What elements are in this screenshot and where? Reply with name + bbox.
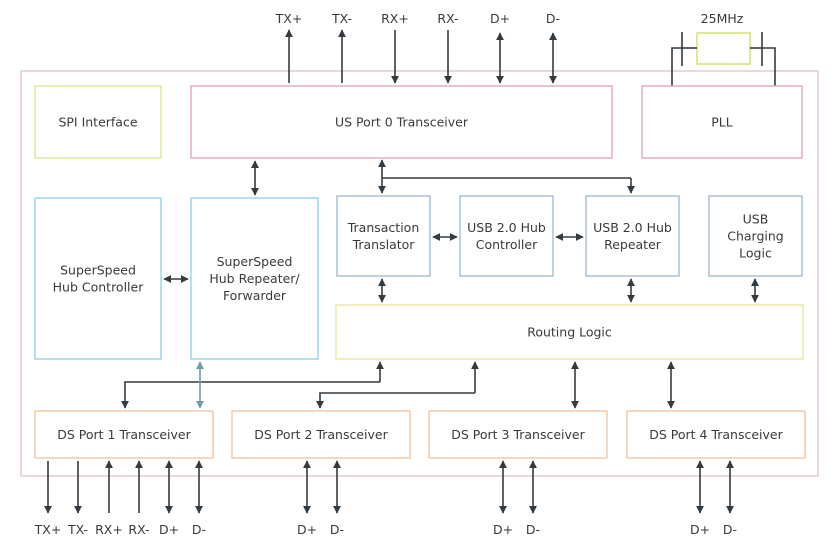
- us-pin-5-label: D-: [546, 11, 560, 26]
- ds2-pin-1: D-: [330, 460, 344, 537]
- ds1-label-line-1: DS Port 1 Transceiver: [57, 427, 191, 442]
- ds4-pin-1-label: D-: [723, 522, 737, 537]
- ss-hub-controller-label-line-1: SuperSpeed: [60, 263, 136, 278]
- us-pin-3-label: RX-: [437, 11, 458, 26]
- ds1-pin-3-label: RX-: [128, 522, 149, 537]
- us-pin-1-label: TX-: [331, 11, 352, 26]
- usb2-repeater-label-line-1: USB 2.0 Hub: [593, 220, 672, 235]
- ds2-pin-1-label: D-: [330, 522, 344, 537]
- ds1-pin-3: RX-: [128, 460, 150, 537]
- ds4-pin-0-label: D+: [690, 522, 710, 537]
- ds4-pin-0: D+: [690, 460, 710, 537]
- ds2-pin-0-label: D+: [297, 522, 317, 537]
- ds2-pin-0: D+: [297, 460, 317, 537]
- us-pin-2: RX+: [381, 11, 409, 84]
- tt-label-line-2: Translator: [352, 237, 416, 252]
- ds-port-2-transceiver-block: DS Port 2 Transceiver: [231, 410, 411, 459]
- link-routing-ds1: [121, 381, 380, 409]
- usb2-controller-label-line-1: USB 2.0 Hub: [467, 220, 546, 235]
- ds3-label-line-1: DS Port 3 Transceiver: [451, 427, 585, 442]
- ds3-pin-0: D+: [493, 460, 513, 537]
- us-pin-0: TX+: [275, 11, 303, 83]
- ss-hub-repeater-label-line-2: Hub Repeater/: [209, 271, 300, 286]
- ds1-pin-1-label: TX-: [67, 522, 88, 537]
- ds3-pin-0-label: D+: [493, 522, 513, 537]
- ds2-label-line-1: DS Port 2 Transceiver: [254, 427, 388, 442]
- us-pin-4-label: D+: [490, 11, 510, 26]
- ds1-pin-2-label: RX+: [95, 522, 123, 537]
- tt-label-line-1: Transaction: [347, 220, 420, 235]
- ds1-pin-1: TX-: [67, 461, 88, 537]
- ds1-pin-5-label: D-: [192, 522, 206, 537]
- ds1-pin-2: RX+: [95, 460, 123, 537]
- link-routing-ds2: [316, 392, 475, 409]
- charging-label-line-3: Logic: [739, 246, 772, 261]
- us-pin-2-label: RX+: [381, 11, 409, 26]
- ds3-pin-1: D-: [526, 460, 540, 537]
- ss-hub-controller-label-line-2: Hub Controller: [53, 280, 145, 295]
- usb2-repeater-label-line-2: Repeater: [604, 237, 662, 252]
- ds1-pin-0: TX+: [34, 461, 62, 537]
- us-pin-0-label: TX+: [275, 11, 303, 26]
- us-pin-1: TX-: [331, 11, 352, 83]
- charging-label-line-2: Charging: [727, 229, 784, 244]
- routing-label-line-1: Routing Logic: [527, 325, 612, 340]
- ds4-label-line-1: DS Port 4 Transceiver: [649, 427, 783, 442]
- pll-label-line-1: PLL: [711, 115, 733, 130]
- pll-block: PLL: [641, 85, 803, 159]
- us-pin-4: D+: [490, 11, 510, 84]
- crystal-oscillator: 25MHz: [671, 11, 776, 86]
- ds-port-1-transceiver-block: DS Port 1 Transceiver: [34, 410, 214, 459]
- charging-label-line-1: USB: [743, 212, 769, 227]
- ds3-pin-1-label: D-: [526, 522, 540, 537]
- spi-interface-block: SPI Interface: [34, 85, 162, 159]
- us-pin-3: RX-: [437, 11, 459, 84]
- ds1-pin-5: D-: [192, 460, 206, 537]
- ds1-pin-4-label: D+: [159, 522, 179, 537]
- ss-hub-repeater-label-line-3: Forwarder: [223, 288, 287, 303]
- external-pins: TX+ TX- RX+ RX- D+ D- TX+ TX- RX+ RX- D+ D- D+ D- D+ D-…: [34, 11, 737, 537]
- ss-hub-repeater-label-line-1: SuperSpeed: [217, 254, 293, 269]
- ds1-pin-0-label: TX+: [34, 522, 62, 537]
- ds4-pin-1: D-: [723, 460, 737, 537]
- ds-port-4-transceiver-block: DS Port 4 Transceiver: [626, 410, 806, 459]
- us-pin-5: D-: [546, 11, 560, 84]
- routing-logic-block: Routing Logic: [335, 304, 804, 360]
- usb2-controller-label-line-2: Controller: [476, 237, 538, 252]
- ds1-pin-4: D+: [159, 460, 179, 537]
- ds-port-3-transceiver-block: DS Port 3 Transceiver: [428, 410, 608, 459]
- us-port-label-line-1: US Port 0 Transceiver: [335, 115, 469, 130]
- us-port-0-transceiver-block: US Port 0 Transceiver: [190, 85, 613, 159]
- internal-connections: [121, 159, 759, 409]
- spi-label-line-1: SPI Interface: [58, 115, 137, 130]
- chip-outline: [20, 70, 819, 477]
- crystal-label: 25MHz: [701, 11, 744, 26]
